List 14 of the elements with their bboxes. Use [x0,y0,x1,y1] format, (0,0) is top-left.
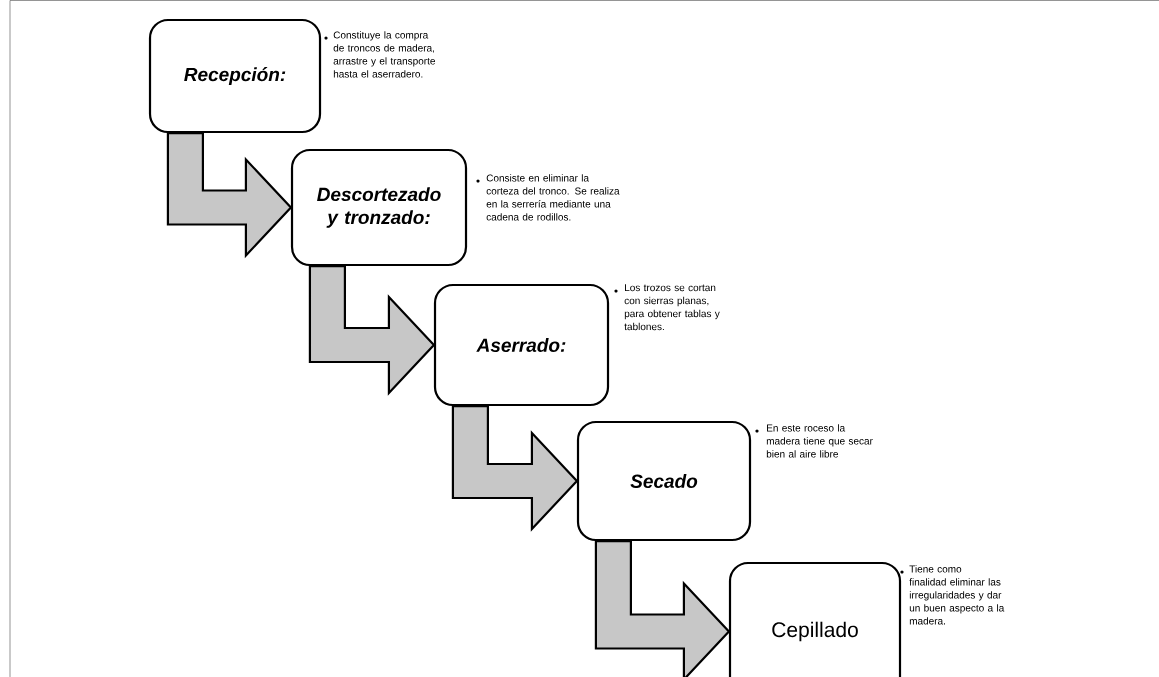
step-box: Secado [576,420,752,542]
description-text: Tiene como finalidad eliminar las irregularidades y dar un buen aspecto a la madera. [909,565,1005,625]
description-text: Los trozos se cortan con sierras planas, para obtener tablas y tablones. [624,284,720,331]
description-text: Constituye la compra de troncos de madera, arrastre y el transporte hasta el aserradero. [333,31,435,78]
step-box: Recepción: [148,18,322,134]
step-box: Aserrado: [433,283,610,407]
block-arrow [594,540,731,677]
block-arrow [308,265,436,396]
block-arrow [451,405,579,532]
block-arrow [166,132,293,259]
description-text: En este roceso la madera tiene que secar bien al aire libre [766,424,873,458]
step-box: Descortezado y tronzado: [290,148,468,267]
description-text: Consiste en eliminar la corteza del tronco. Se realiza en la serrería mediante una cadena de rodillos. [486,174,620,221]
step-box: Cepillado [728,561,902,677]
